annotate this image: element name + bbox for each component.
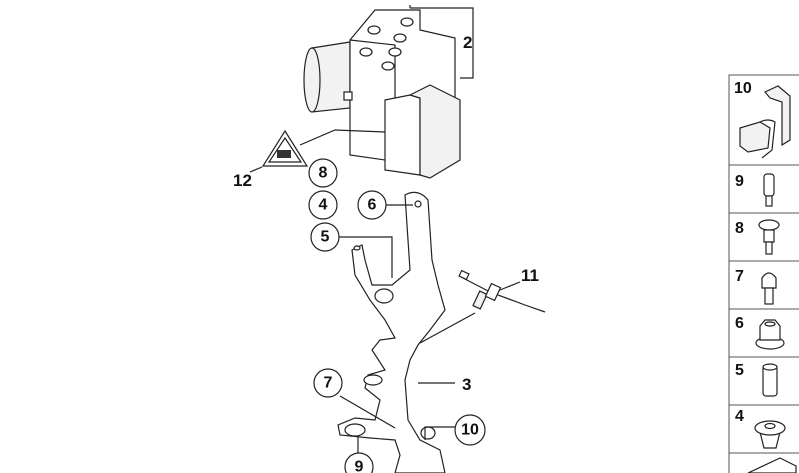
- part-cell-6[interactable]: 6: [728, 308, 799, 358]
- warning-label-icon: [261, 129, 309, 167]
- wheel-speed-sensor[interactable]: [458, 269, 546, 313]
- part-number: 6: [735, 315, 744, 332]
- leader-10: [424, 426, 455, 440]
- callout-circle-6: 6: [357, 190, 387, 220]
- part-number: 7: [735, 268, 744, 285]
- part-number: 8: [735, 220, 744, 237]
- part-cell-7[interactable]: 7: [728, 260, 799, 310]
- part-number: 5: [735, 362, 744, 379]
- leader-2: [409, 5, 474, 79]
- leader-12: [299, 129, 386, 146]
- part-cell-5[interactable]: 5: [728, 356, 799, 406]
- callout-circle-4: 4: [308, 190, 338, 220]
- abs-hydraulic-unit[interactable]: [303, 9, 461, 179]
- hex-bolt-icon: [761, 272, 777, 305]
- bracket[interactable]: [337, 191, 446, 473]
- part-cell-extra[interactable]: [728, 452, 799, 473]
- svg-text:8: 8: [319, 165, 328, 182]
- callout-circle-9: 9: [344, 452, 374, 473]
- shoulder-bolt-icon: [758, 219, 780, 255]
- part-cell-9[interactable]: 9: [728, 164, 799, 214]
- part-cell-10[interactable]: 10: [728, 74, 799, 166]
- part-number: 10: [734, 80, 752, 97]
- leader-sensor-hole: [419, 312, 476, 344]
- leader-7: [339, 395, 396, 429]
- svg-text:10: 10: [461, 422, 479, 439]
- callout-circle-8: 8: [308, 158, 338, 188]
- svg-text:9: 9: [355, 459, 364, 473]
- callout-circle-10: 10: [454, 414, 486, 446]
- leader-12b: [249, 166, 263, 173]
- callout-3: 3: [462, 375, 471, 394]
- callout-circle-7: 7: [313, 368, 343, 398]
- svg-text:6: 6: [368, 197, 377, 214]
- part-cell-8[interactable]: 8: [728, 212, 799, 262]
- parts-panel: 10 9 8 7 6 5: [728, 74, 799, 473]
- callout-circle-5: 5: [310, 222, 340, 252]
- leader-5: [339, 236, 393, 278]
- flange-nut-icon: [755, 319, 785, 350]
- svg-text:4: 4: [319, 197, 328, 214]
- part-cell-4[interactable]: 4: [728, 404, 799, 454]
- callout-12: 12: [233, 171, 252, 190]
- stud-bolt-icon: [763, 173, 775, 207]
- rubber-grommet-icon: [754, 420, 786, 449]
- svg-text:5: 5: [321, 229, 330, 246]
- clip-icon: [739, 85, 791, 159]
- plate-icon: [747, 457, 797, 473]
- sleeve-icon: [762, 363, 778, 397]
- callout-11: 11: [521, 266, 539, 285]
- callout-2: 2: [463, 33, 472, 52]
- leader-11: [499, 281, 521, 291]
- part-number: 4: [735, 408, 744, 425]
- part-number: 9: [735, 173, 744, 190]
- svg-text:7: 7: [324, 375, 333, 392]
